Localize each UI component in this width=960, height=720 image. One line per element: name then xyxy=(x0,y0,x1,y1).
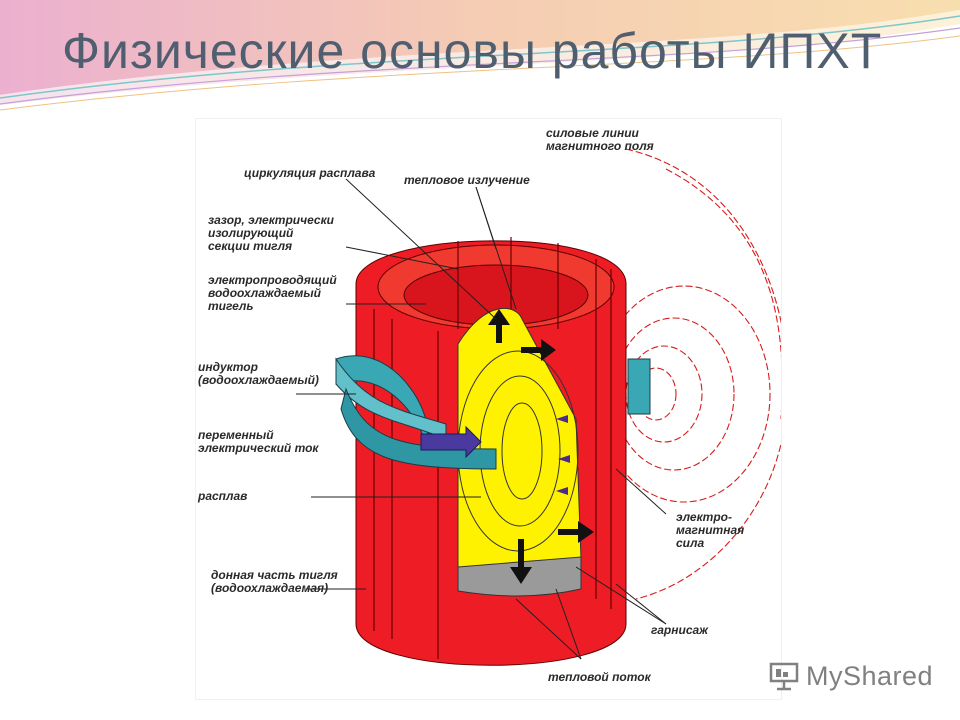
label-text: гарнисаж xyxy=(651,623,709,637)
ipht-diagram: циркуляция расплава тепловое излучение с… xyxy=(195,118,782,700)
label-text: секции тигля xyxy=(208,239,293,253)
label-skull: гарнисаж xyxy=(651,624,708,637)
leader-lines xyxy=(296,178,667,660)
label-text: циркуляция расплава xyxy=(244,166,376,180)
label-magnetic-field-lines: силовые линии магнитного поля xyxy=(546,127,654,153)
header-decoration xyxy=(0,0,960,111)
label-alternating-current: переменный электрический ток xyxy=(198,429,319,455)
label-text: силовые линии xyxy=(546,126,639,140)
label-text: зазор, электрически xyxy=(208,213,335,227)
label-text: магнитного поля xyxy=(546,139,654,153)
label-text: изолирующий xyxy=(208,226,294,240)
label-text: (водоохлаждаемая) xyxy=(211,581,329,595)
label-text: электро- xyxy=(676,510,733,524)
crucible-drawing xyxy=(296,148,781,666)
label-text: расплав xyxy=(198,489,248,503)
force-arrows xyxy=(488,309,594,584)
label-inductor: индуктор (водоохлаждаемый) xyxy=(198,361,319,387)
label-crucible-bottom: донная часть тигля (водоохлаждаемая) xyxy=(211,569,338,595)
label-text: тепловое излучение xyxy=(404,173,530,187)
slide-title: Физические основы работы ИПХТ xyxy=(62,23,883,79)
label-text: водоохлаждаемый xyxy=(208,286,321,300)
presentation-icon xyxy=(769,662,799,691)
label-text: тепловой поток xyxy=(548,670,651,684)
myshared-logo: MyShared xyxy=(768,656,933,696)
inductor xyxy=(335,355,651,470)
label-crucible: электропроводящий водоохлаждаемый тигель xyxy=(208,274,337,313)
label-text: (водоохлаждаемый) xyxy=(198,373,319,387)
label-text: электропроводящий xyxy=(208,273,337,287)
label-em-force: электро- магнитная сила xyxy=(676,511,744,550)
label-text: донная часть тигля xyxy=(211,568,338,582)
label-melt: расплав xyxy=(198,490,247,503)
label-text: переменный xyxy=(198,428,274,442)
label-text: тигель xyxy=(208,299,254,313)
label-thermal-radiation: тепловое излучение xyxy=(404,174,530,187)
label-heat-flow: тепловой поток xyxy=(548,671,651,684)
label-gap: зазор, электрически изолирующий секции т… xyxy=(208,214,334,253)
label-text: сила xyxy=(676,536,705,550)
label-melt-circulation: циркуляция расплава xyxy=(244,167,375,180)
label-text: электрический ток xyxy=(198,441,319,455)
label-text: магнитная xyxy=(676,523,745,537)
label-text: индуктор xyxy=(198,360,258,374)
logo-text: MyShared xyxy=(806,660,934,691)
